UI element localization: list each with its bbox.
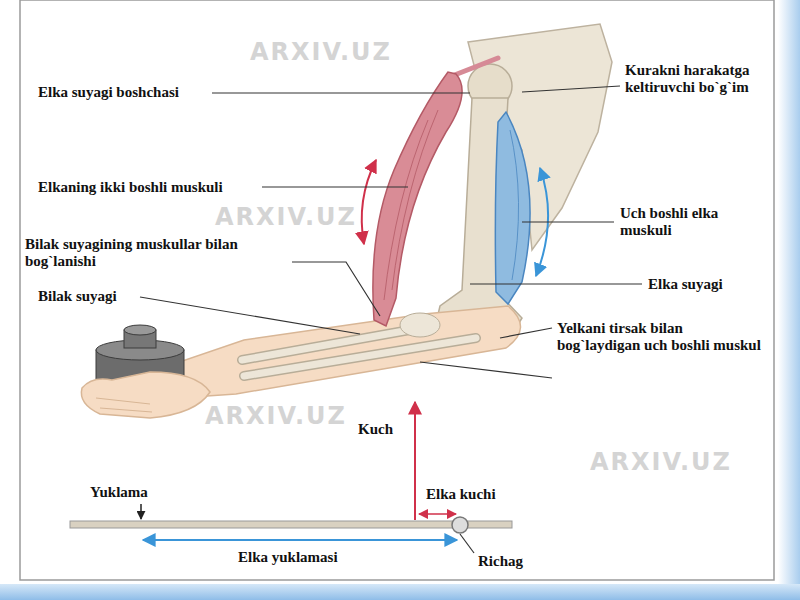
force-label: Kuch	[358, 421, 393, 438]
leader-line	[470, 283, 642, 284]
part-label: Bilak suyagi	[38, 288, 117, 305]
fingers	[96, 398, 152, 412]
leader-line	[420, 362, 552, 378]
forearm-skin	[150, 306, 521, 398]
pivot	[452, 517, 468, 533]
load-arrow	[140, 504, 142, 519]
biceps-tendon	[452, 58, 498, 76]
ulna-outline	[244, 338, 476, 376]
part-label: Elkaning ikki boshli muskuli	[38, 179, 223, 196]
force-arm-arrow	[419, 513, 456, 515]
part-label: Uch boshli elka muskuli	[620, 205, 770, 239]
leader-line	[140, 297, 360, 334]
biceps-fibres	[384, 110, 438, 300]
contraction-arrow	[362, 160, 376, 244]
part-label: Bilak suyagining muskullar bilan bog`lan…	[25, 236, 240, 270]
watermark: ARXIV.UZ	[205, 402, 347, 430]
part-label: Kurakni harakatga keltiruvchi bo`g`im	[625, 62, 760, 96]
weight-knob-top	[124, 325, 156, 335]
force-arrow	[414, 402, 416, 520]
ulna-bone	[244, 338, 476, 376]
leader-lines	[140, 86, 642, 553]
lever-label: Richag	[478, 553, 523, 570]
watermark: ARXIV.UZ	[590, 448, 732, 476]
side-band	[778, 0, 800, 600]
bottom-band	[0, 584, 800, 600]
leader-line	[292, 262, 380, 316]
frame	[20, 0, 774, 580]
part-label: Elka suyagi	[648, 276, 723, 293]
load-arm-label: Elka yuklamasi	[238, 549, 338, 566]
hand	[81, 372, 210, 418]
biceps-muscle	[373, 72, 462, 326]
part-label: Yelkani tirsak bilan bog`laydigan uch bo…	[557, 320, 762, 354]
watermark: ARXIV.UZ	[215, 203, 357, 231]
leader-line	[522, 86, 620, 92]
watermark: ARXIV.UZ	[250, 38, 392, 66]
part-label: Elka suyagi boshchasi	[38, 84, 179, 101]
force-arm-label: Elka kuchi	[426, 486, 496, 503]
leader-line	[500, 328, 552, 338]
triceps-fibres	[510, 130, 519, 280]
load-arm-arrow	[143, 539, 457, 541]
leader-line	[262, 186, 408, 187]
leader-line	[212, 92, 470, 93]
triceps-muscle	[495, 112, 530, 304]
leader-line	[522, 221, 614, 222]
load-label: Yuklama	[90, 484, 148, 501]
leader-line	[460, 534, 474, 553]
lever-rod	[70, 521, 512, 528]
elbow-joint	[400, 313, 440, 337]
